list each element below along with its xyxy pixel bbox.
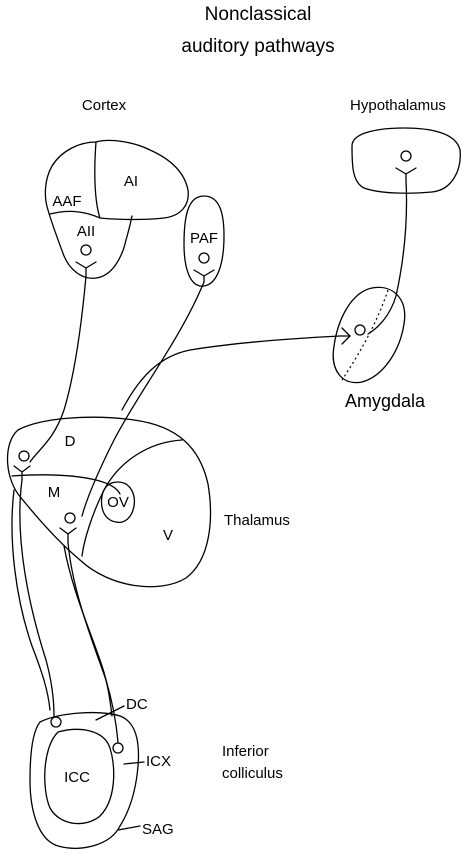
sag-label: SAG	[142, 821, 174, 838]
ascending-bundle-right	[63, 545, 113, 717]
thalamus-ov-label: OV	[107, 494, 129, 511]
cortex-label: Cortex	[82, 97, 127, 114]
hypothalamus-synapse-icon	[395, 167, 417, 181]
aaf-label: AAF	[52, 193, 81, 210]
icx-terminal-icon	[112, 742, 124, 754]
icc-terminal-icon	[50, 716, 62, 728]
paf-label: PAF	[190, 230, 218, 247]
amygdala-outline	[332, 286, 406, 384]
thalamus-m-terminal-icon	[64, 512, 76, 524]
dc-leader-line	[95, 705, 125, 721]
thalamus-m-label: M	[48, 484, 61, 501]
amygdala-label: Amygdala	[345, 391, 426, 411]
hypothalamus-outline	[351, 127, 461, 194]
thalamus-d-synapse-icon	[13, 465, 31, 481]
title-line-2: auditory pathways	[181, 36, 334, 57]
aii-terminal-icon	[80, 244, 92, 256]
hypothalamus-amygdala-pathway	[367, 179, 408, 335]
icx-leader-line	[123, 761, 145, 765]
amygdala-terminal-icon	[354, 324, 366, 336]
ascending-bundle-left	[11, 489, 51, 711]
inferior-colliculus-label-2: colliculus	[222, 765, 283, 782]
dorsal-medial-boundary	[11, 474, 121, 495]
ai-label: AI	[124, 173, 138, 190]
aii-thalamus-pathway	[29, 275, 87, 463]
hypothalamus-group	[351, 127, 461, 194]
icc-label: ICC	[64, 769, 90, 786]
colliculus-thalamus-fiber-1	[19, 479, 55, 717]
thalamus-label: Thalamus	[224, 512, 290, 529]
colliculus-thalamus-fiber-2	[67, 541, 119, 743]
colliculus-outline	[29, 711, 140, 849]
aii-label: AII	[77, 223, 95, 240]
amygdala-thalamus-pathway	[121, 335, 341, 411]
aii-synapse-icon	[75, 261, 97, 277]
amygdala-synapse-icon	[339, 327, 351, 345]
thalamus-m-synapse-icon	[59, 527, 77, 543]
paf-area-outline	[183, 195, 225, 287]
ai-area-outline	[94, 139, 189, 221]
hypothalamus-terminal-icon	[400, 150, 412, 162]
thalamus-d-label: D	[65, 433, 76, 450]
dc-label: DC	[126, 696, 148, 713]
ov-outline	[100, 481, 136, 524]
paf-terminal-icon	[198, 252, 210, 264]
cortex-outline	[44, 141, 133, 279]
hypothalamus-label: Hypothalamus	[350, 97, 446, 114]
sag-leader-line	[117, 825, 141, 831]
icx-label: ICX	[146, 753, 171, 770]
thalamus-v-label: V	[163, 527, 173, 544]
thalamus-outline	[6, 416, 212, 588]
icc-outline	[44, 728, 115, 825]
thalamus-d-terminal-icon	[18, 450, 30, 462]
cortex-group: AAF AI AII PAF	[44, 139, 225, 287]
paf-thalamus-pathway	[81, 281, 205, 517]
inferior-colliculus-group: ICC DC ICX SAG	[29, 696, 174, 849]
inferior-colliculus-label-1: Inferior	[222, 743, 269, 760]
title-line-1: Nonclassical	[205, 4, 312, 25]
aaf-aii-boundary	[49, 210, 101, 219]
thalamus-group: D M OV V	[6, 416, 212, 588]
amygdala-group	[332, 286, 406, 384]
amygdala-divider	[341, 289, 389, 381]
paf-synapse-icon	[193, 269, 215, 283]
